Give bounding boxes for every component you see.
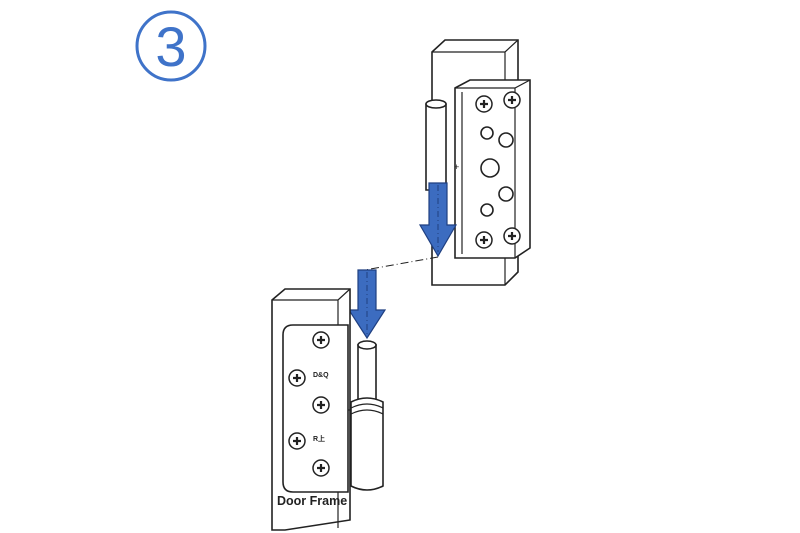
step-number-badge: 3 [135,10,207,82]
down-arrow-upper [418,182,458,258]
down-arrow-lower [347,269,387,340]
step-number: 3 [155,15,186,78]
door-frame-assembly: D&Q R上 Door Frame [271,288,384,531]
door-frame-label: Door Frame [277,494,347,508]
hinge-pin [357,344,377,406]
hinge-barrel [425,100,447,191]
pin-barrel [350,397,384,491]
svg-text:+: + [454,162,459,172]
alignment-line [364,256,439,271]
plate-mark-bottom: R上 [313,434,325,443]
plate-mark-top: D&Q [313,372,329,379]
upper-hinge-assembly: + [425,39,531,286]
